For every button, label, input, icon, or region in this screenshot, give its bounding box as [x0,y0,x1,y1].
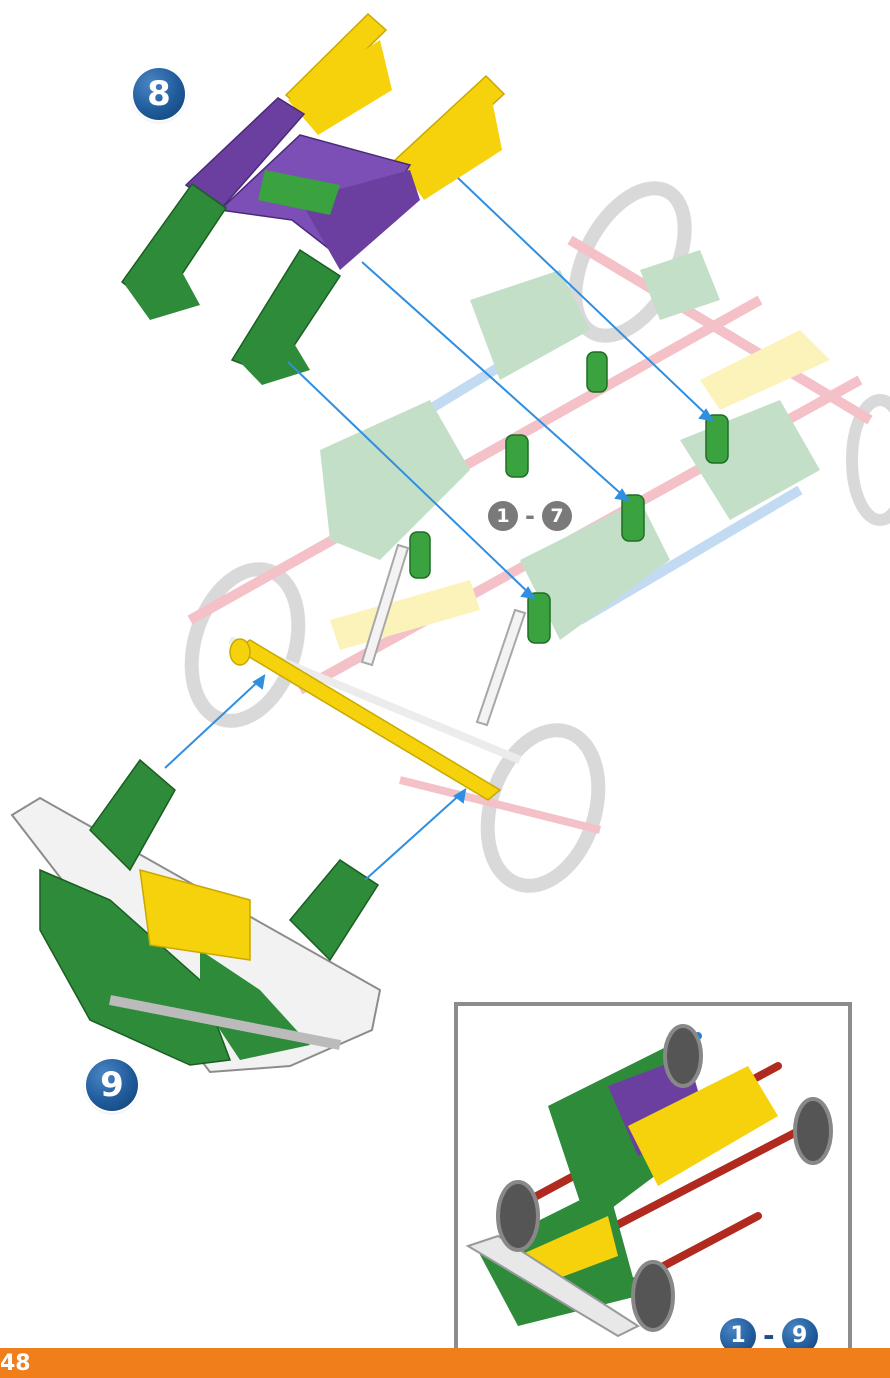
step-9-number: 9 [100,1065,124,1105]
page-number: 48 [0,1351,31,1377]
step-9-badge: 9 [86,1059,138,1111]
step-9-part [12,760,380,1072]
completed-model-inset: 1 - 9 [454,1002,852,1378]
step-8-part [122,14,504,385]
step-8-number: 8 [147,74,171,114]
reference-separator: - [525,501,535,531]
reference-start-number: 1 [488,501,518,531]
reference-end-number: 7 [542,501,572,531]
reference-steps-1-7: 1 - 7 [488,501,572,531]
ghost-wheel-front [469,716,617,900]
footer-bar [0,1348,890,1378]
step-8-badge: 8 [133,68,185,120]
